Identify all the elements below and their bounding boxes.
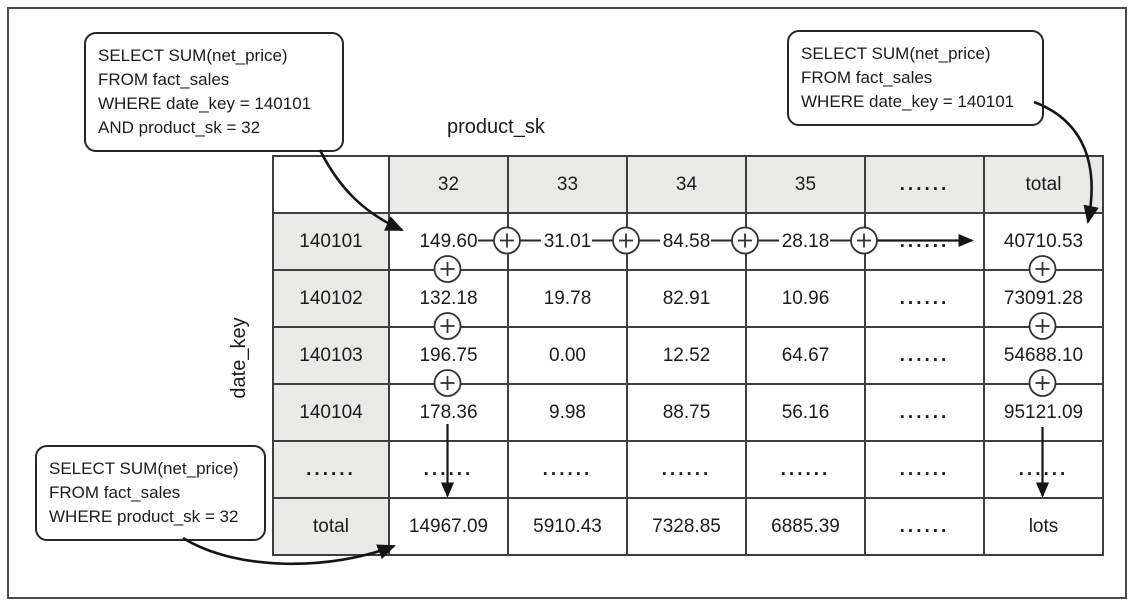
- data-cell: 28.18: [745, 212, 866, 271]
- data-cell: 178.36: [388, 383, 509, 442]
- data-cell: 82.91: [626, 269, 747, 328]
- data-cell: 31.01: [507, 212, 628, 271]
- data-cell: 0.00: [507, 326, 628, 385]
- ellipsis-cell: ......: [983, 440, 1104, 499]
- column-total-cell: 14967.09: [388, 497, 509, 556]
- data-cell: 196.75: [388, 326, 509, 385]
- ellipsis-cell: ......: [745, 440, 866, 499]
- table-ellipsis-row: ...... ...... ...... ...... ...... .....…: [272, 440, 1104, 499]
- row-axis-label: date_key: [228, 317, 250, 399]
- data-cell: 9.98: [507, 383, 628, 442]
- row-header-cell: 140104: [272, 383, 390, 442]
- sql-line: FROM fact_sales: [801, 68, 933, 87]
- col-header-cell: 33: [507, 155, 628, 214]
- row-header-total-cell: total: [272, 497, 390, 556]
- column-total-cell: 5910.43: [507, 497, 628, 556]
- data-cell: 88.75: [626, 383, 747, 442]
- table-row: 140102 132.18 19.78 82.91 10.96 ...... 7…: [272, 269, 1104, 328]
- ellipsis-cell: ......: [864, 269, 985, 328]
- pivot-table: 32 33 34 35 ...... total 140101 149.60 3…: [272, 155, 1104, 556]
- sql-callout-top-left: SELECT SUM(net_price) FROM fact_sales WH…: [84, 32, 344, 152]
- column-total-cell: 6885.39: [745, 497, 866, 556]
- row-total-cell: 95121.09: [983, 383, 1104, 442]
- data-cell: 132.18: [388, 269, 509, 328]
- table-row: 140101 149.60 31.01 84.58 28.18 ...... 4…: [272, 212, 1104, 271]
- ellipsis-cell: ......: [388, 440, 509, 499]
- ellipsis-cell: ......: [626, 440, 747, 499]
- table-total-row: total 14967.09 5910.43 7328.85 6885.39 .…: [272, 497, 1104, 556]
- data-cell: 56.16: [745, 383, 866, 442]
- sql-line: WHERE date_key = 140101: [801, 92, 1015, 111]
- corner-ghost-cell: [272, 155, 390, 214]
- col-header-cell: 35: [745, 155, 866, 214]
- table-row: 140103 196.75 0.00 12.52 64.67 ...... 54…: [272, 326, 1104, 385]
- data-cell: 149.60: [388, 212, 509, 271]
- sql-callout-top-right: SELECT SUM(net_price) FROM fact_sales WH…: [787, 30, 1044, 126]
- col-header-total-cell: total: [983, 155, 1104, 214]
- data-cell: 64.67: [745, 326, 866, 385]
- table-row: 140104 178.36 9.98 88.75 56.16 ...... 95…: [272, 383, 1104, 442]
- column-total-cell: 7328.85: [626, 497, 747, 556]
- row-header-cell: 140102: [272, 269, 390, 328]
- col-header-cell: 32: [388, 155, 509, 214]
- sql-line: SELECT SUM(net_price): [98, 46, 288, 65]
- data-cell: 12.52: [626, 326, 747, 385]
- ellipsis-cell: ......: [507, 440, 628, 499]
- row-total-cell: 40710.53: [983, 212, 1104, 271]
- row-total-cell: 73091.28: [983, 269, 1104, 328]
- ellipsis-cell: ......: [864, 326, 985, 385]
- column-axis-label: product_sk: [447, 116, 545, 138]
- data-cell: 19.78: [507, 269, 628, 328]
- sql-callout-bottom-left: SELECT SUM(net_price) FROM fact_sales WH…: [35, 445, 266, 541]
- col-header-ellipsis-cell: ......: [864, 155, 985, 214]
- sql-line: SELECT SUM(net_price): [49, 459, 239, 478]
- table-header-row: 32 33 34 35 ...... total: [272, 155, 1104, 214]
- grand-total-cell: lots: [983, 497, 1104, 556]
- figure-frame: [7, 7, 1127, 599]
- ellipsis-cell: ......: [864, 212, 985, 271]
- sql-line: FROM fact_sales: [98, 70, 230, 89]
- data-cell: 84.58: [626, 212, 747, 271]
- sql-line: FROM fact_sales: [49, 483, 181, 502]
- row-header-cell: 140101: [272, 212, 390, 271]
- ellipsis-cell: ......: [864, 383, 985, 442]
- sql-line: SELECT SUM(net_price): [801, 44, 991, 63]
- data-cell: 10.96: [745, 269, 866, 328]
- sql-line: WHERE date_key = 140101: [98, 94, 312, 113]
- sql-line: WHERE product_sk = 32: [49, 507, 239, 526]
- row-total-cell: 54688.10: [983, 326, 1104, 385]
- ellipsis-cell: ......: [864, 440, 985, 499]
- row-header-ellipsis-cell: ......: [272, 440, 390, 499]
- ellipsis-cell: ......: [864, 497, 985, 556]
- row-header-cell: 140103: [272, 326, 390, 385]
- sql-line: AND product_sk = 32: [98, 118, 261, 137]
- col-header-cell: 34: [626, 155, 747, 214]
